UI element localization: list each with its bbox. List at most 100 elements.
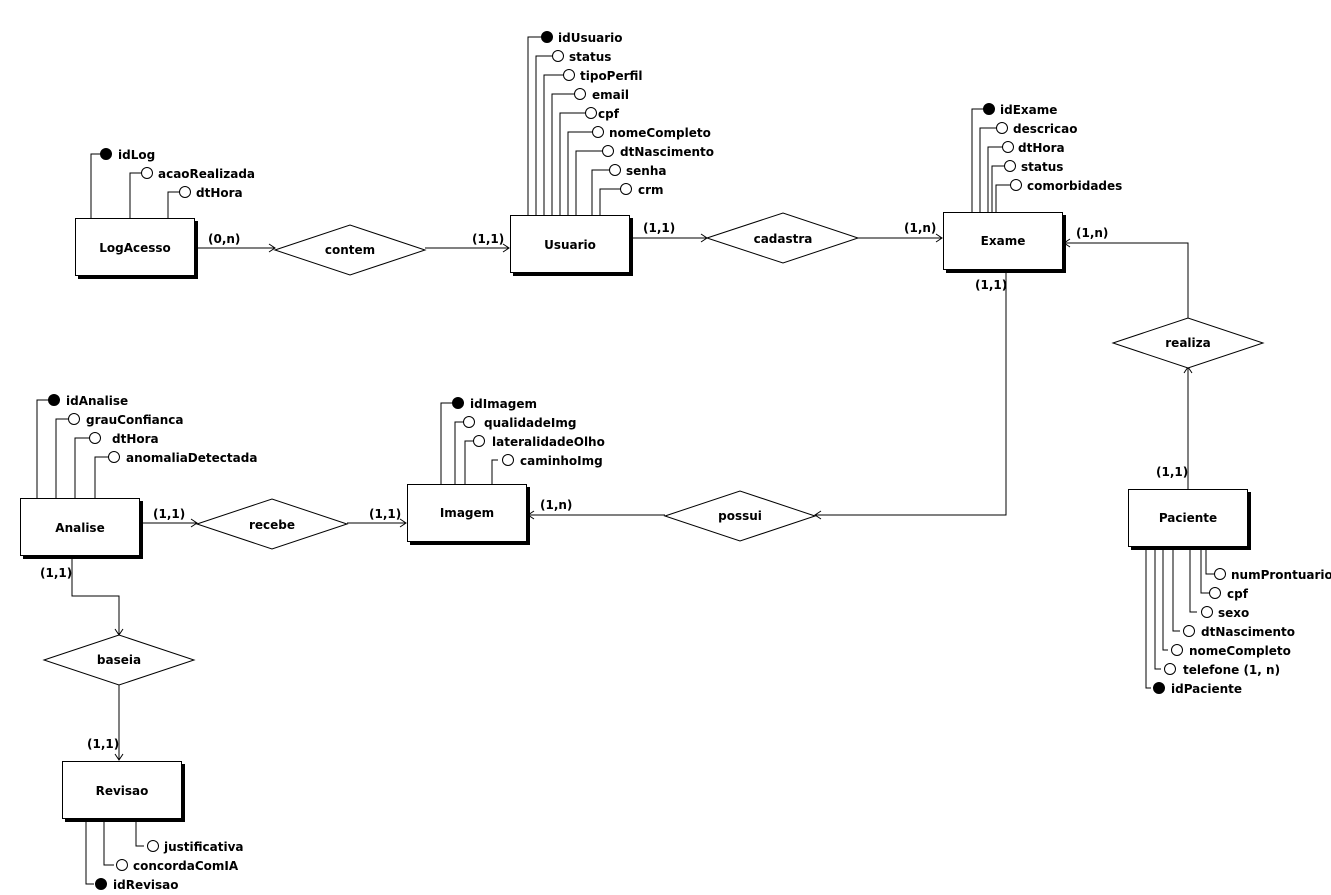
attribute-dthora[interactable]: dtHora [89,432,159,446]
attribute-icon [502,454,514,466]
entity-name: Imagem [440,506,494,520]
cardinality-exame-possui: (1,1) [975,278,1007,292]
attribute-crm[interactable]: crm [620,183,664,197]
attribute-acaorealizada[interactable]: acaoRealizada [141,167,256,181]
attribute-icon [1164,663,1176,675]
attribute-label: numProntuario [1231,568,1331,582]
entity-name: LogAcesso [99,241,171,255]
attribute-idimagem[interactable]: idImagem [452,397,538,411]
attribute-dtnascimento[interactable]: dtNascimento [1183,625,1296,639]
attribute-cpf[interactable]: cpf [1209,587,1249,601]
attribute-icon [1002,141,1014,153]
entity-name: Revisao [96,784,149,798]
attribute-nomecompleto[interactable]: nomeCompleto [1171,644,1291,658]
attribute-anomaliadetectada[interactable]: anomaliaDetectada [108,451,258,465]
attribute-label: anomaliaDetectada [126,451,257,465]
attribute-label: grauConfianca [86,413,184,427]
attribute-caminhoimg[interactable]: caminhoImg [502,454,603,468]
entity-usuario[interactable]: Usuario [510,215,634,277]
cardinality-imagem-recebe: (1,1) [369,507,401,521]
key-attribute-icon [1153,682,1165,694]
attribute-icon [179,186,191,198]
attribute-cpf[interactable]: cpf [585,107,620,121]
attribute-icon [463,416,475,428]
attribute-icon [620,183,632,195]
attribute-telefone[interactable]: telefone (1, n) [1164,663,1281,677]
entity-paciente[interactable]: Paciente [1128,489,1252,551]
attribute-label: concordaComIA [133,859,239,873]
attribute-sexo[interactable]: sexo [1201,606,1250,620]
cardinality-usuario-contem: (1,1) [472,232,504,246]
entity-revisao[interactable]: Revisao [62,761,186,823]
entity-analise[interactable]: Analise [20,498,144,560]
relationship-realiza[interactable]: realiza [1111,317,1265,369]
connector-lines [71,233,1193,761]
attribute-label: nomeCompleto [609,126,711,140]
key-attribute-icon [541,31,553,43]
relationship-name: cadastra [754,232,813,246]
attribute-label: idPaciente [1171,682,1242,696]
attribute-lateralidadeolho[interactable]: lateralidadeOlho [473,435,605,449]
attribute-icon [552,50,564,62]
attribute-icon [147,840,159,852]
attribute-label: idRevisao [113,878,179,892]
attribute-nomecompleto[interactable]: nomeCompleto [592,126,711,140]
entity-name: Usuario [544,238,596,252]
cardinality-analise-recebe: (1,1) [153,507,185,521]
attribute-label: lateralidadeOlho [492,435,605,449]
attribute-senha[interactable]: senha [609,164,667,178]
attribute-label: idImagem [470,397,537,411]
attribute-icon [574,88,586,100]
relationship-name: realiza [1165,336,1210,350]
attribute-idexame[interactable]: idExame [983,103,1058,117]
attribute-dthora[interactable]: dtHora [179,186,243,200]
key-attribute-icon [100,148,112,160]
relationship-baseia[interactable]: baseia [42,634,196,686]
attribute-icon [563,69,575,81]
attribute-idrevisao[interactable]: idRevisao [95,878,179,892]
attribute-email[interactable]: email [574,88,629,102]
entity-logacesso[interactable]: LogAcesso [75,218,199,280]
entity-exame[interactable]: Exame [943,212,1067,274]
attribute-label: dtNascimento [1201,625,1295,639]
attribute-descricao[interactable]: descricao [996,122,1078,136]
attribute-grauconfianca[interactable]: grauConfianca [68,413,184,427]
attribute-comorbidades[interactable]: comorbidades [1010,179,1123,193]
attribute-idusuario[interactable]: idUsuario [541,31,623,45]
relationship-name: recebe [249,518,295,532]
attribute-icon [116,859,128,871]
attribute-concordacomia[interactable]: concordaComIA [116,859,239,873]
attribute-justificativa[interactable]: justificativa [147,840,244,854]
attribute-lines [36,36,1214,885]
attribute-status[interactable]: status [552,50,612,64]
attribute-label: acaoRealizada [158,167,255,181]
attribute-tipoperfil[interactable]: tipoPerfil [563,69,643,83]
attribute-label: nomeCompleto [1189,644,1291,658]
attribute-idanalise[interactable]: idAnalise [48,394,129,408]
attribute-status[interactable]: status [1004,160,1064,174]
relationship-name: baseia [97,653,141,667]
attribute-icon [602,145,614,157]
attribute-dthora[interactable]: dtHora [1002,141,1065,155]
attribute-qualidadeimg[interactable]: qualidadeImg [463,416,577,430]
attribute-icon [592,126,604,138]
attribute-icon [1201,606,1213,618]
relationship-contem[interactable]: contem [273,224,427,276]
attribute-icon [1004,160,1016,172]
relationship-cadastra[interactable]: cadastra [705,212,860,264]
attribute-icon [1183,625,1195,637]
cardinality-usuario-cadastra: (1,1) [643,221,675,235]
attribute-icon [609,164,621,176]
attribute-idlog[interactable]: idLog [100,148,156,162]
attribute-icon [141,167,153,179]
relationship-possui[interactable]: possui [663,490,817,542]
key-attribute-icon [48,394,60,406]
attribute-label: descricao [1013,122,1077,136]
attribute-numprontuario[interactable]: numProntuario [1214,568,1331,582]
relationship-recebe[interactable]: recebe [195,498,349,550]
attribute-dtnascimento[interactable]: dtNascimento [602,145,715,159]
attribute-idpaciente[interactable]: idPaciente [1153,682,1243,696]
entity-imagem[interactable]: Imagem [407,484,531,546]
attribute-label: justificativa [163,840,244,854]
attribute-label: telefone (1, n) [1183,663,1280,677]
